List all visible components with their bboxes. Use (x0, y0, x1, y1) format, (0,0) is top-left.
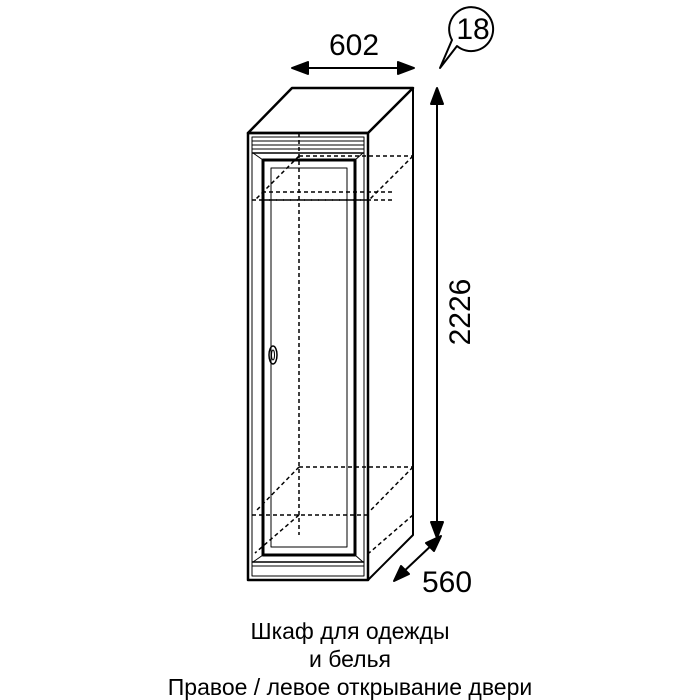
door-handle (268, 345, 278, 365)
door-handle-inner (271, 349, 275, 361)
caption-door-note: Правое / левое открывание двери (167, 674, 533, 700)
height-dimension-arrow (430, 87, 444, 539)
depth-dimension-arrow (393, 535, 442, 582)
depth-label: 560 (422, 566, 472, 599)
height-label: 2226 (444, 279, 477, 346)
caption-subtitle: и белья (308, 646, 392, 672)
width-dimension-arrow (291, 61, 415, 75)
plinth (252, 561, 364, 567)
cabinet-top (246, 86, 415, 135)
item-number-bubble (439, 6, 495, 69)
cornice (252, 140, 364, 154)
hidden-interior-lines (252, 133, 414, 554)
door-panel-inner (270, 167, 348, 548)
width-label: 602 (329, 29, 379, 62)
item-number: 18 (456, 13, 489, 46)
door-panel (261, 158, 357, 557)
caption-title: Шкаф для одежды (250, 618, 450, 644)
cabinet-front-inner-edge (251, 136, 365, 577)
cabinet-front (246, 131, 370, 582)
